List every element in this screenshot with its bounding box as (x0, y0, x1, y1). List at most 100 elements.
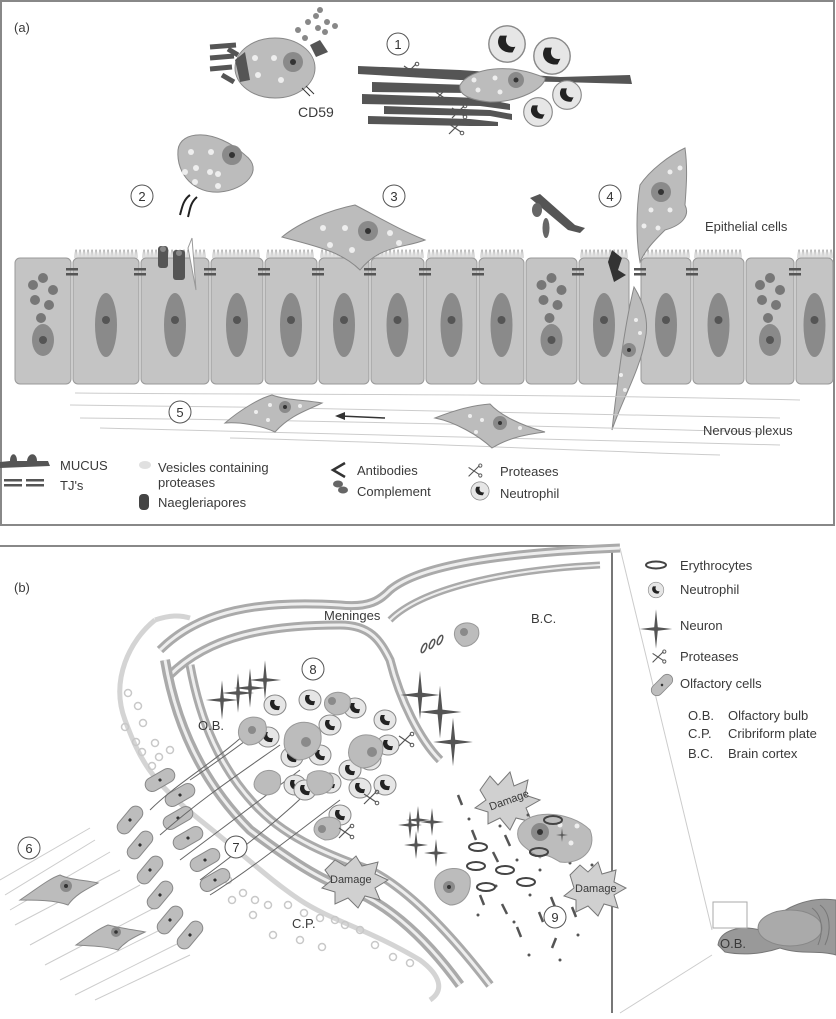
mucus-granule (538, 295, 549, 305)
cilium (252, 249, 256, 259)
tight-junction (312, 273, 324, 276)
cilium (662, 249, 666, 259)
legend-proteases-b: Proteases (680, 649, 739, 664)
cilium (734, 249, 738, 259)
cilium (392, 249, 396, 259)
cribriform-pore (138, 718, 148, 728)
cilium (584, 249, 588, 259)
legend-ob-full: Olfactory bulb (728, 708, 808, 723)
step-9-marker: 9 (543, 905, 567, 929)
tight-junction (258, 273, 270, 276)
cilium (801, 249, 805, 259)
tight-junction (472, 273, 484, 276)
trophozoite-step1 (459, 68, 546, 103)
erythrocytes-upper (420, 634, 444, 654)
cilium (244, 249, 248, 259)
cribriform-pore (295, 935, 305, 945)
cilium (320, 249, 324, 259)
cilium (620, 249, 624, 259)
cilium (236, 249, 240, 259)
cilium (302, 249, 306, 259)
cilium (98, 249, 102, 259)
cilium (110, 249, 114, 259)
cilium (412, 249, 416, 259)
cilium (248, 249, 252, 259)
cribriform-pore (227, 895, 237, 905)
cell-nucleus (655, 293, 677, 357)
cilium (266, 249, 270, 259)
cribriform-pore (165, 745, 175, 755)
cell-nucleus (226, 293, 248, 357)
tight-junction (204, 268, 216, 271)
cilium (805, 249, 809, 259)
nucleolus (447, 316, 456, 324)
cilium (666, 249, 670, 259)
cribriform-pore (405, 958, 415, 968)
cilium (146, 249, 150, 259)
cribriform-pore (317, 942, 327, 952)
cilium (86, 249, 90, 259)
step-7-marker: 7 (224, 835, 248, 859)
legend-bc-abbr: B.C. (688, 746, 713, 761)
tight-junction (419, 268, 431, 271)
nucleolus (39, 336, 47, 344)
mucus-granule (36, 313, 46, 323)
tight-junction (419, 273, 431, 276)
mucus-granule (44, 300, 54, 310)
mucus-granule (30, 295, 40, 305)
cilium (738, 249, 742, 259)
legend-naegleriapores: Naegleriapores (158, 495, 247, 510)
mucus-granule (755, 280, 765, 290)
cilium (451, 249, 455, 259)
cilium (150, 249, 154, 259)
cribriform-pore (137, 747, 147, 757)
cell-nucleus (490, 293, 513, 357)
bc-label: B.C. (531, 611, 556, 626)
cilium (650, 249, 654, 259)
cd59-label: CD59 (298, 104, 334, 120)
cilium (298, 249, 302, 259)
cilium (106, 249, 110, 259)
nucleolus (766, 336, 774, 344)
step-1-marker: 1 (386, 32, 410, 56)
svg-text:7: 7 (232, 840, 239, 855)
cilium (122, 249, 126, 259)
cribriform-pore (250, 895, 260, 905)
nucleolus (171, 316, 179, 324)
cribriform-pores (120, 688, 415, 968)
mouse-brain-illustration (712, 898, 836, 956)
legend-complement: Complement (357, 484, 431, 499)
cell-nucleus (95, 293, 117, 357)
tight-junction (134, 273, 146, 276)
cilium (710, 249, 714, 259)
cilium (170, 249, 174, 259)
mucus-granule (556, 285, 567, 295)
trophozoite-step6b (74, 924, 147, 951)
cell-nucleus (803, 293, 826, 357)
tight-junction (312, 268, 324, 271)
zoom-line-bottom (619, 954, 713, 1014)
trophozoite-step2 (177, 134, 254, 218)
cilium (817, 249, 821, 259)
cribriform-pore (120, 722, 130, 732)
cilium (154, 249, 158, 259)
trophozoite-step6a (18, 874, 100, 906)
cell-nucleus (593, 293, 615, 357)
erythrocyte-icon (645, 560, 667, 570)
neuron-icon (639, 609, 673, 649)
cilium (118, 249, 122, 259)
mucus-granule (763, 313, 773, 323)
cilium (596, 249, 600, 259)
naegleriapore (173, 250, 185, 280)
cilium (496, 249, 500, 259)
meninges-label: Meninges (324, 608, 381, 623)
svg-text:4: 4 (606, 189, 613, 204)
cilium (282, 249, 286, 259)
cilium (829, 249, 833, 259)
mucus-granule (546, 273, 557, 283)
cilium (447, 249, 451, 259)
legend-antibodies: Antibodies (357, 463, 418, 478)
cilium (813, 249, 817, 259)
cribriform-pore (133, 701, 143, 711)
cp-label: C.P. (292, 916, 316, 931)
